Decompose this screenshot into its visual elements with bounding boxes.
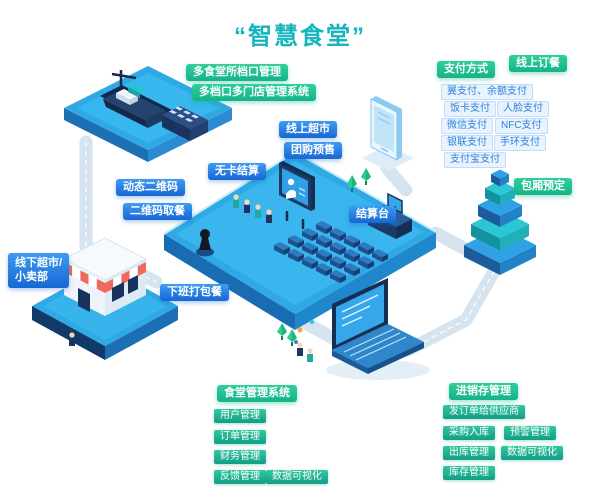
canteen-platform	[163, 150, 437, 330]
inventory-item: 数据可视化	[501, 446, 563, 460]
canteen-system-item: 反馈管理	[214, 470, 266, 484]
label-cardless-settle: 无卡结算	[208, 163, 266, 180]
label-canteen-system: 食堂管理系统	[217, 385, 297, 402]
label-qr-pickup: 二维码取餐	[123, 203, 192, 220]
floating-dot-icon	[294, 340, 298, 344]
canteen-system-item: 订单管理	[214, 430, 266, 444]
label-room-booking: 包厢预定	[514, 178, 572, 195]
menu-screen	[279, 161, 315, 229]
label-after-work-meal: 下班打包餐	[160, 284, 229, 301]
laptop	[294, 278, 430, 380]
payment-tag: 饭卡支付	[444, 101, 496, 117]
canteen-system-item: 数据可视化	[266, 470, 328, 484]
awning-right	[105, 262, 146, 293]
inventory-item: 采购入库	[443, 426, 495, 440]
inventory-item: 发订单给供应商	[443, 405, 525, 419]
label-checkout: 结算台	[349, 206, 396, 223]
label-dynamic-qr: 动态二维码	[116, 179, 185, 196]
label-group-presale: 团购预售	[284, 142, 342, 159]
road-phone	[380, 161, 413, 197]
booking-tower	[464, 169, 536, 275]
crane-icon	[111, 70, 137, 88]
label-offline-market-line1: 线下超市/	[15, 257, 63, 269]
chef-icon	[287, 178, 295, 186]
label-inventory-system: 进销存管理	[449, 383, 518, 400]
label-multi-canteen: 多食堂所档口管理	[186, 64, 288, 81]
payment-tag: 支付宝支付	[444, 152, 506, 168]
payment-tag: 翼支付、余额支付	[441, 84, 533, 100]
canteen-system-item: 财务管理	[214, 450, 266, 464]
inventory-item: 预警管理	[504, 426, 556, 440]
payment-tag: 银联支付	[441, 135, 493, 151]
label-multi-store-system: 多档口多门店管理系统	[192, 84, 316, 101]
payment-tag: NFC支付	[495, 118, 548, 134]
shop-window	[128, 275, 138, 294]
awning-left	[64, 262, 105, 293]
keypad-block	[162, 106, 208, 141]
inventory-item: 库存管理	[443, 466, 495, 480]
road-center-tower	[429, 226, 474, 257]
label-offline-market: 线下超市/ 小卖部	[8, 253, 70, 288]
label-payment-methods: 支付方式	[437, 61, 495, 78]
page-title: “智慧食堂”	[234, 23, 366, 50]
road-laptop-tower	[401, 261, 503, 357]
label-offline-market-line2: 小卖部	[15, 271, 48, 284]
canteen-system-item: 用户管理	[214, 409, 266, 423]
inventory-item: 出库管理	[443, 446, 495, 460]
floating-dot-icon	[297, 327, 303, 333]
label-online-market: 线上超市	[279, 121, 337, 138]
shop-window	[112, 282, 124, 302]
payment-tag: 微信支付	[441, 118, 493, 134]
floating-dot-icon	[310, 320, 314, 324]
payment-tag: 手环支付	[494, 135, 546, 151]
payment-tag: 人脸支付	[497, 101, 549, 117]
label-online-ordering: 线上订餐	[509, 55, 567, 72]
phone	[362, 96, 414, 171]
statue	[196, 229, 214, 257]
shop-door	[78, 288, 90, 312]
port-platform	[64, 66, 232, 162]
